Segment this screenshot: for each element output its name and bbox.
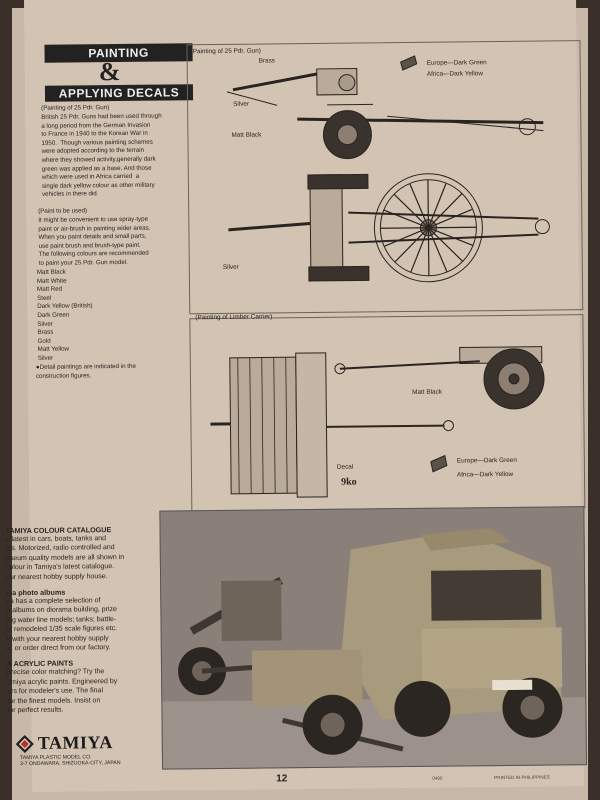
intro-text: British 25 Pdr. Guns had been used throu… — [41, 113, 162, 200]
decals-title-bar: APPLYING DECALS — [44, 84, 194, 102]
note-line: ●Detail paintings are indicated in the — [35, 362, 136, 371]
intro-line: vehicles in there did. — [42, 190, 99, 199]
colour-item: Dark Yellow (British) — [37, 302, 93, 311]
print-code: 0490 — [432, 775, 443, 781]
tamiya-star-icon — [15, 734, 34, 753]
assembled-model-photo — [159, 506, 588, 770]
albums-line: e, or order direct from our factory. — [6, 644, 111, 653]
company-info: TAMIYA PLASTIC MODEL CO. 3-7 ONDAWARA, S… — [20, 754, 121, 767]
advert-column: TAMIYA COLOUR CATALOGUE e latest in cars… — [5, 519, 161, 716]
intro-line: single dark yellow colour as other milit… — [41, 181, 155, 190]
legend-swatch-limber — [430, 454, 448, 473]
legend-swatch-gun — [400, 55, 418, 71]
catalogue-line: our nearest hobby supply house. — [6, 572, 108, 581]
limber-drawbar — [339, 360, 480, 370]
colour-item: Silver — [37, 354, 54, 362]
tamiya-logo: TAMIYA — [15, 732, 113, 754]
company-address: 3-7 ONDAWARA, SHIZUOKA-CITY, JAPAN — [19, 760, 121, 768]
firing-platform — [373, 173, 483, 283]
intro-heading: (Painting of 25 Pdr. Gun) — [41, 104, 110, 112]
limber-drawing — [210, 346, 545, 498]
instruction-page: PAINTING & APPLYING DECALS (Painting of … — [6, 0, 588, 792]
gun-barrel-top — [228, 221, 317, 232]
gun-shield-top — [309, 174, 344, 280]
paint-used-heading: (Paint to be used) — [38, 207, 88, 215]
gun-barrel-side — [232, 71, 324, 92]
title-line2: APPLYING DECALS — [58, 85, 180, 101]
acrylic-line: for perfect results. — [7, 706, 64, 715]
brand-name: TAMIYA — [37, 732, 113, 753]
note-line: construction figures. — [35, 371, 92, 380]
printed-in: PRINTED IN PHILIPPINES — [494, 774, 550, 781]
paint-used-text: It might be convenient to use spray-type… — [38, 216, 151, 269]
paint-line: to paint your 25 Pdr. Gun model. — [38, 258, 128, 267]
ampersand: & — [98, 56, 121, 87]
page-number: 12 — [276, 773, 288, 785]
gun-drawing — [226, 55, 550, 283]
